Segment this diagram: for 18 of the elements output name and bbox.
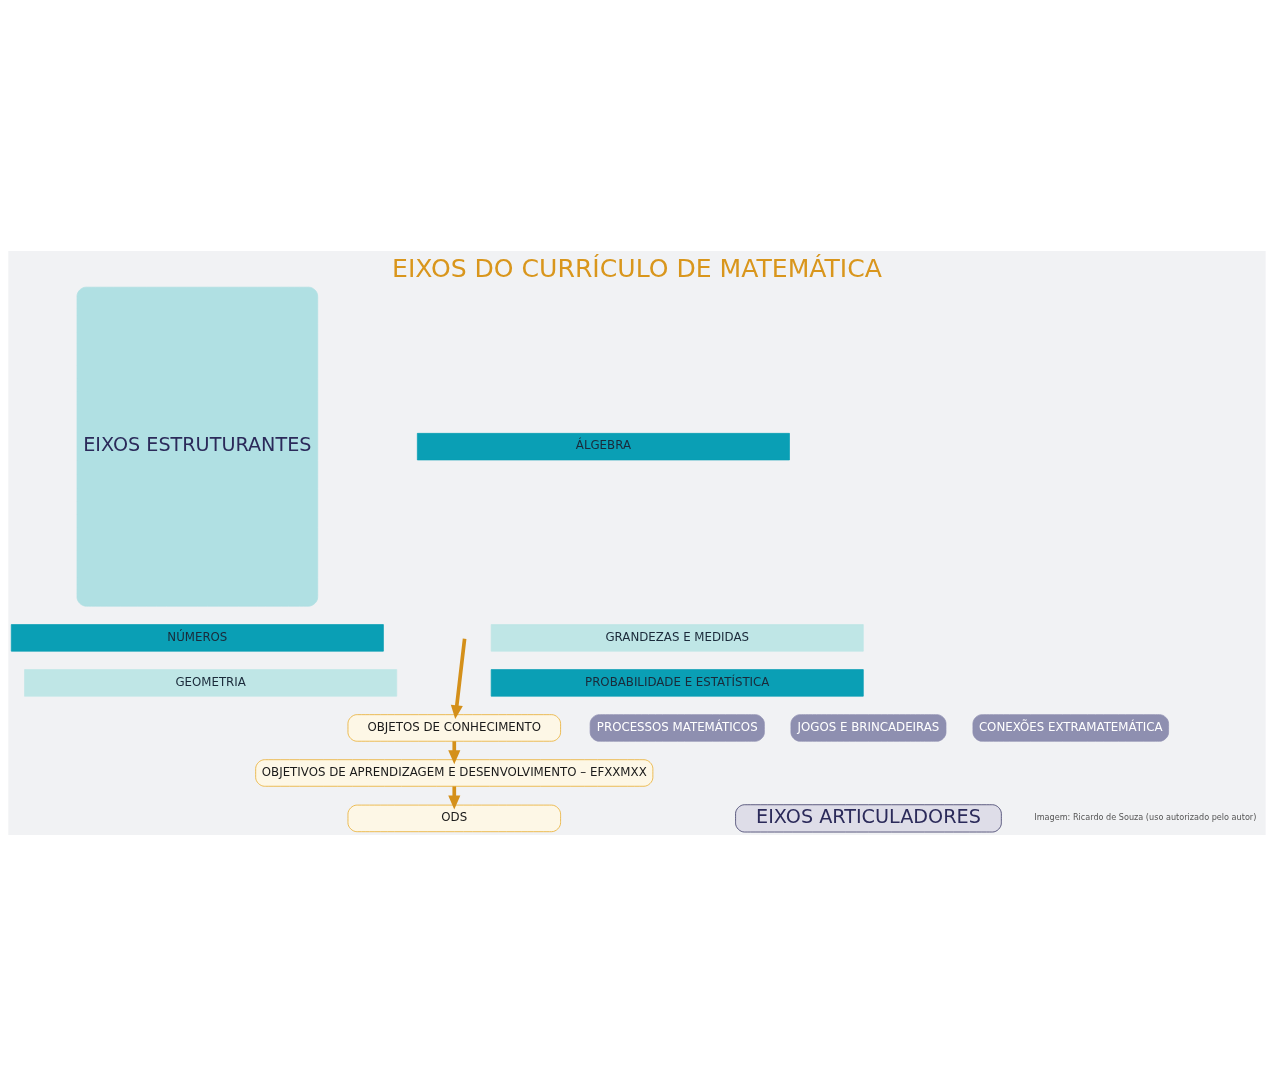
node-box: GEOMETRIA (24, 669, 398, 697)
node-box: NÚMEROS (10, 624, 384, 652)
node-box: ÁLGEBRA (417, 433, 790, 461)
node-box: GRANDEZAS E MEDIDAS (490, 624, 864, 652)
diagram-title: EIXOS DO CURRÍCULO DE MATEMÁTICA (392, 253, 882, 283)
node-box: PROCESSOS MATEMÁTICOS (589, 714, 765, 742)
node-box: EIXOS ESTRUTURANTES (76, 286, 319, 607)
node-box: PROBABILIDADE E ESTATÍSTICA (490, 669, 864, 697)
label: Imagem: Ricardo de Souza (uso autorizado pelo autor) (1034, 812, 1257, 823)
arrow (448, 786, 461, 810)
arrow (450, 638, 467, 720)
node-box: EIXOS ARTICULADORES (735, 804, 1002, 833)
node-box: CONEXÕES EXTRAMATEMÁTICA (972, 714, 1169, 742)
node-box: JOGOS E BRINCADEIRAS (790, 714, 947, 742)
node-box: ODS (347, 804, 561, 833)
arrow (448, 741, 461, 765)
node-box: OBJETIVOS DE APRENDIZAGEM E DESENVOLVIMENTO – EFXXMXX (255, 759, 654, 787)
node-box: OBJETOS DE CONHECIMENTO (347, 714, 561, 742)
